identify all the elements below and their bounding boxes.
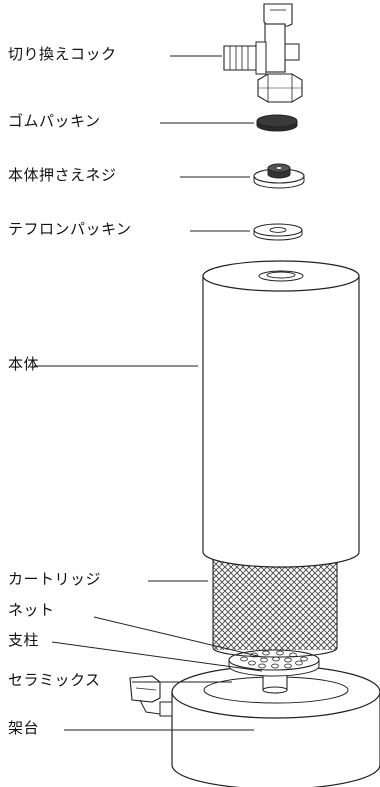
label-cartridge: カートリッジ [8,570,102,588]
label-body-screw: 本体押さえネジ [8,166,117,184]
leader-line-net [93,616,263,658]
label-net: ネット [8,601,55,619]
label-ceramics: セラミックス [8,671,101,689]
label-support: 支柱 [8,631,40,649]
label-body: 本体 [8,355,40,373]
body-screw [253,163,305,189]
label-valve: 切り換えコック [8,45,117,63]
label-teflon-packing: テフロンパッキン [8,220,132,238]
label-stand: 架台 [8,719,40,737]
ceramic-disc [228,649,320,677]
main-body-cylinder [202,260,360,568]
teflon-packing [253,223,303,241]
leader-line-support [51,641,263,672]
cartridge [212,555,338,658]
label-rubber-packing: ゴムパッキン [8,112,101,130]
rubber-packing [256,114,298,132]
valve-icon [223,3,303,103]
